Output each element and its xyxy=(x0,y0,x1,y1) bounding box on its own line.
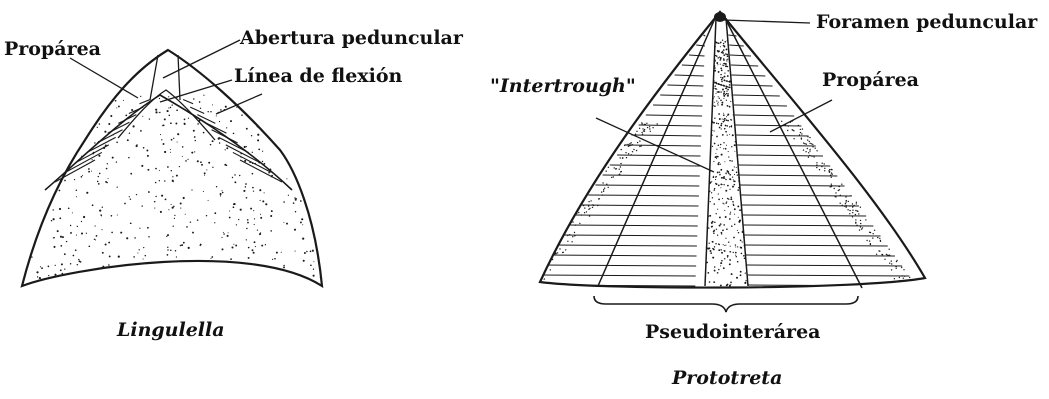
leader-foramen xyxy=(724,20,810,23)
label-intertrough: "Intertrough" xyxy=(490,75,636,97)
leader-proparea-left xyxy=(70,58,138,98)
prototreta-shell xyxy=(523,12,925,312)
label-abertura-peduncular: Abertura peduncular xyxy=(239,27,464,49)
label-proparea-right: Propárea xyxy=(822,69,919,91)
label-pseudointerarea: Pseudointerárea xyxy=(645,321,820,343)
prototreta-intertrough-channel xyxy=(705,18,748,286)
prototreta-channel-stipple xyxy=(705,40,746,287)
caption-prototreta: Prototreta xyxy=(671,367,782,389)
label-foramen-peduncular: Foramen peduncular xyxy=(816,11,1038,33)
caption-lingulella: Lingulella xyxy=(116,319,225,341)
lingulella-stipple xyxy=(24,94,323,289)
leader-abertura xyxy=(163,40,240,78)
pseudointerarea-brace xyxy=(594,296,858,312)
leader-linea-right xyxy=(216,94,262,114)
label-proparea-left: Propárea xyxy=(4,38,101,60)
label-linea-de-flexion: Línea de flexión xyxy=(234,65,403,87)
